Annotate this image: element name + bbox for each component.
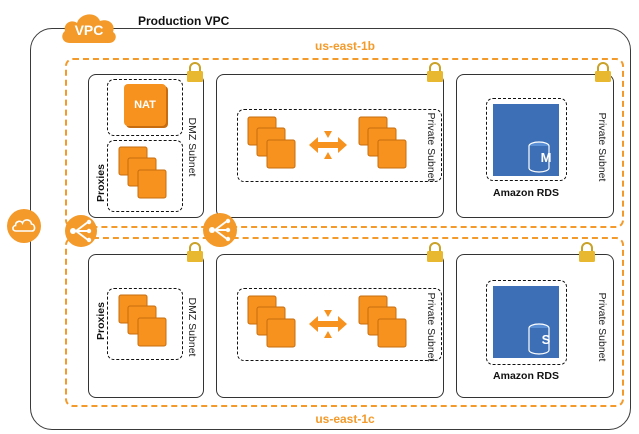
lock-icon	[187, 242, 203, 262]
security-group-rds	[486, 98, 567, 181]
lock-icon	[595, 62, 611, 82]
ec2-instances-icon	[247, 295, 296, 348]
ec2-instances-icon	[358, 295, 407, 348]
proxies-label: Proxies	[95, 302, 107, 340]
availability-zone-1b	[65, 58, 624, 228]
rds-label: Amazon RDS	[493, 370, 559, 382]
security-group-proxies	[107, 288, 183, 360]
ec2-instances-icon	[247, 116, 296, 169]
dmz-subnet-label: DMZ Subnet	[186, 117, 198, 177]
vpc-badge-text: VPC	[74, 22, 104, 38]
private-subnet-label: Private Subnet	[596, 292, 608, 362]
rds-primary-badge: M	[540, 150, 552, 165]
vpc-cloud-icon: VPC	[60, 11, 118, 44]
zone-label-1b: us-east-1b	[314, 39, 376, 53]
lock-icon	[187, 62, 203, 82]
ec2-instances-icon	[118, 146, 167, 199]
lock-icon	[579, 242, 595, 262]
zone-label-1c: us-east-1c	[315, 412, 375, 426]
rds-primary-icon	[493, 104, 559, 176]
private-subnet-label: Private Subnet	[596, 112, 608, 182]
rds-standby-icon	[493, 286, 559, 358]
security-group-nat	[107, 79, 183, 136]
load-balancer-icon	[309, 131, 347, 159]
rds-standby-badge: S	[541, 332, 551, 347]
lock-icon	[427, 62, 443, 82]
internet-gateway-icon	[7, 209, 41, 243]
security-group-app-tier	[237, 288, 442, 361]
rds-label: Amazon RDS	[493, 187, 559, 199]
diagram-title: Production VPC	[138, 14, 230, 28]
proxies-label: Proxies	[95, 164, 107, 202]
dmz-subnet-label: DMZ Subnet	[186, 297, 198, 357]
ec2-instances-icon	[358, 116, 407, 169]
elastic-load-balancer-icon	[203, 213, 237, 247]
load-balancer-icon	[309, 310, 347, 338]
security-group-proxies	[107, 140, 183, 212]
security-group-app-tier	[237, 109, 442, 182]
elastic-load-balancer-icon	[65, 215, 97, 247]
security-group-rds	[486, 280, 567, 365]
ec2-instances-icon	[118, 294, 167, 347]
nat-instance: NAT	[124, 84, 166, 126]
lock-icon	[427, 242, 443, 262]
nat-label: NAT	[134, 99, 156, 111]
availability-zone-1c	[65, 237, 624, 407]
